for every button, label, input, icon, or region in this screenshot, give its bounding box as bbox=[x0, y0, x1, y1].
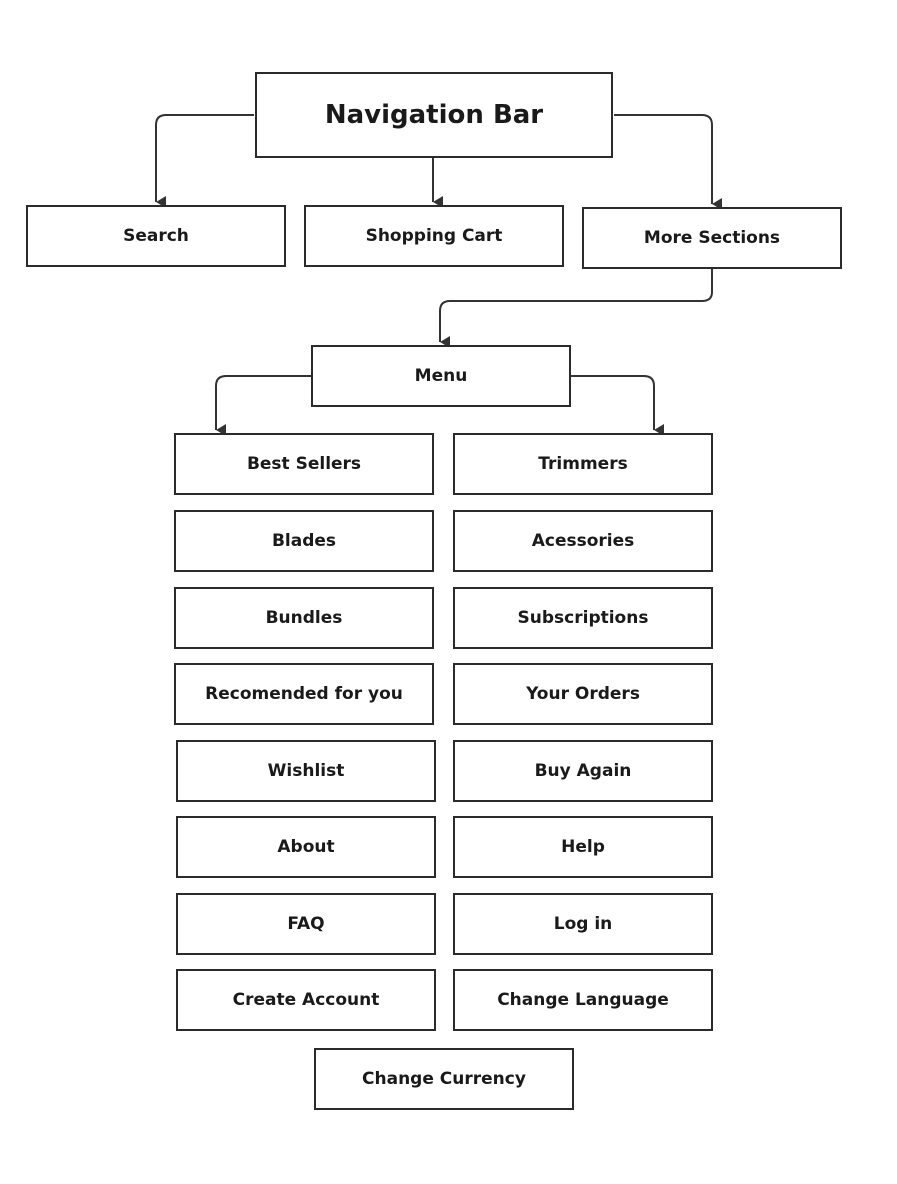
menu-item-accessories: Acessories bbox=[453, 510, 713, 572]
arrow-nav-to-more-sections bbox=[614, 114, 722, 210]
menu-node: Menu bbox=[311, 345, 571, 407]
menu-item-buy-again: Buy Again bbox=[453, 740, 713, 802]
menu-item-wishlist: Wishlist bbox=[176, 740, 436, 802]
menu-item-trimmers: Trimmers bbox=[453, 433, 713, 495]
menu-item-blades: Blades bbox=[174, 510, 434, 572]
menu-item-subscriptions: Subscriptions bbox=[453, 587, 713, 649]
menu-item-bundles: Bundles bbox=[174, 587, 434, 649]
arrow-more-sections-to-menu bbox=[439, 269, 713, 348]
more-sections-node: More Sections bbox=[582, 207, 842, 269]
menu-item-faq: FAQ bbox=[176, 893, 436, 955]
menu-item-about: About bbox=[176, 816, 436, 878]
shopping-cart-node: Shopping Cart bbox=[304, 205, 564, 267]
menu-item-best-sellers: Best Sellers bbox=[174, 433, 434, 495]
menu-item-change-currency: Change Currency bbox=[314, 1048, 574, 1110]
search-node: Search bbox=[26, 205, 286, 267]
arrow-menu-to-right-column bbox=[570, 375, 664, 436]
menu-item-help: Help bbox=[453, 816, 713, 878]
menu-item-create-account: Create Account bbox=[176, 969, 436, 1031]
menu-item-your-orders: Your Orders bbox=[453, 663, 713, 725]
menu-item-log-in: Log in bbox=[453, 893, 713, 955]
menu-item-change-language: Change Language bbox=[453, 969, 713, 1031]
arrow-nav-to-search bbox=[155, 114, 254, 208]
menu-item-recommended: Recomended for you bbox=[174, 663, 434, 725]
arrow-menu-to-left-column bbox=[215, 375, 311, 436]
navigation-bar-node: Navigation Bar bbox=[255, 72, 613, 158]
